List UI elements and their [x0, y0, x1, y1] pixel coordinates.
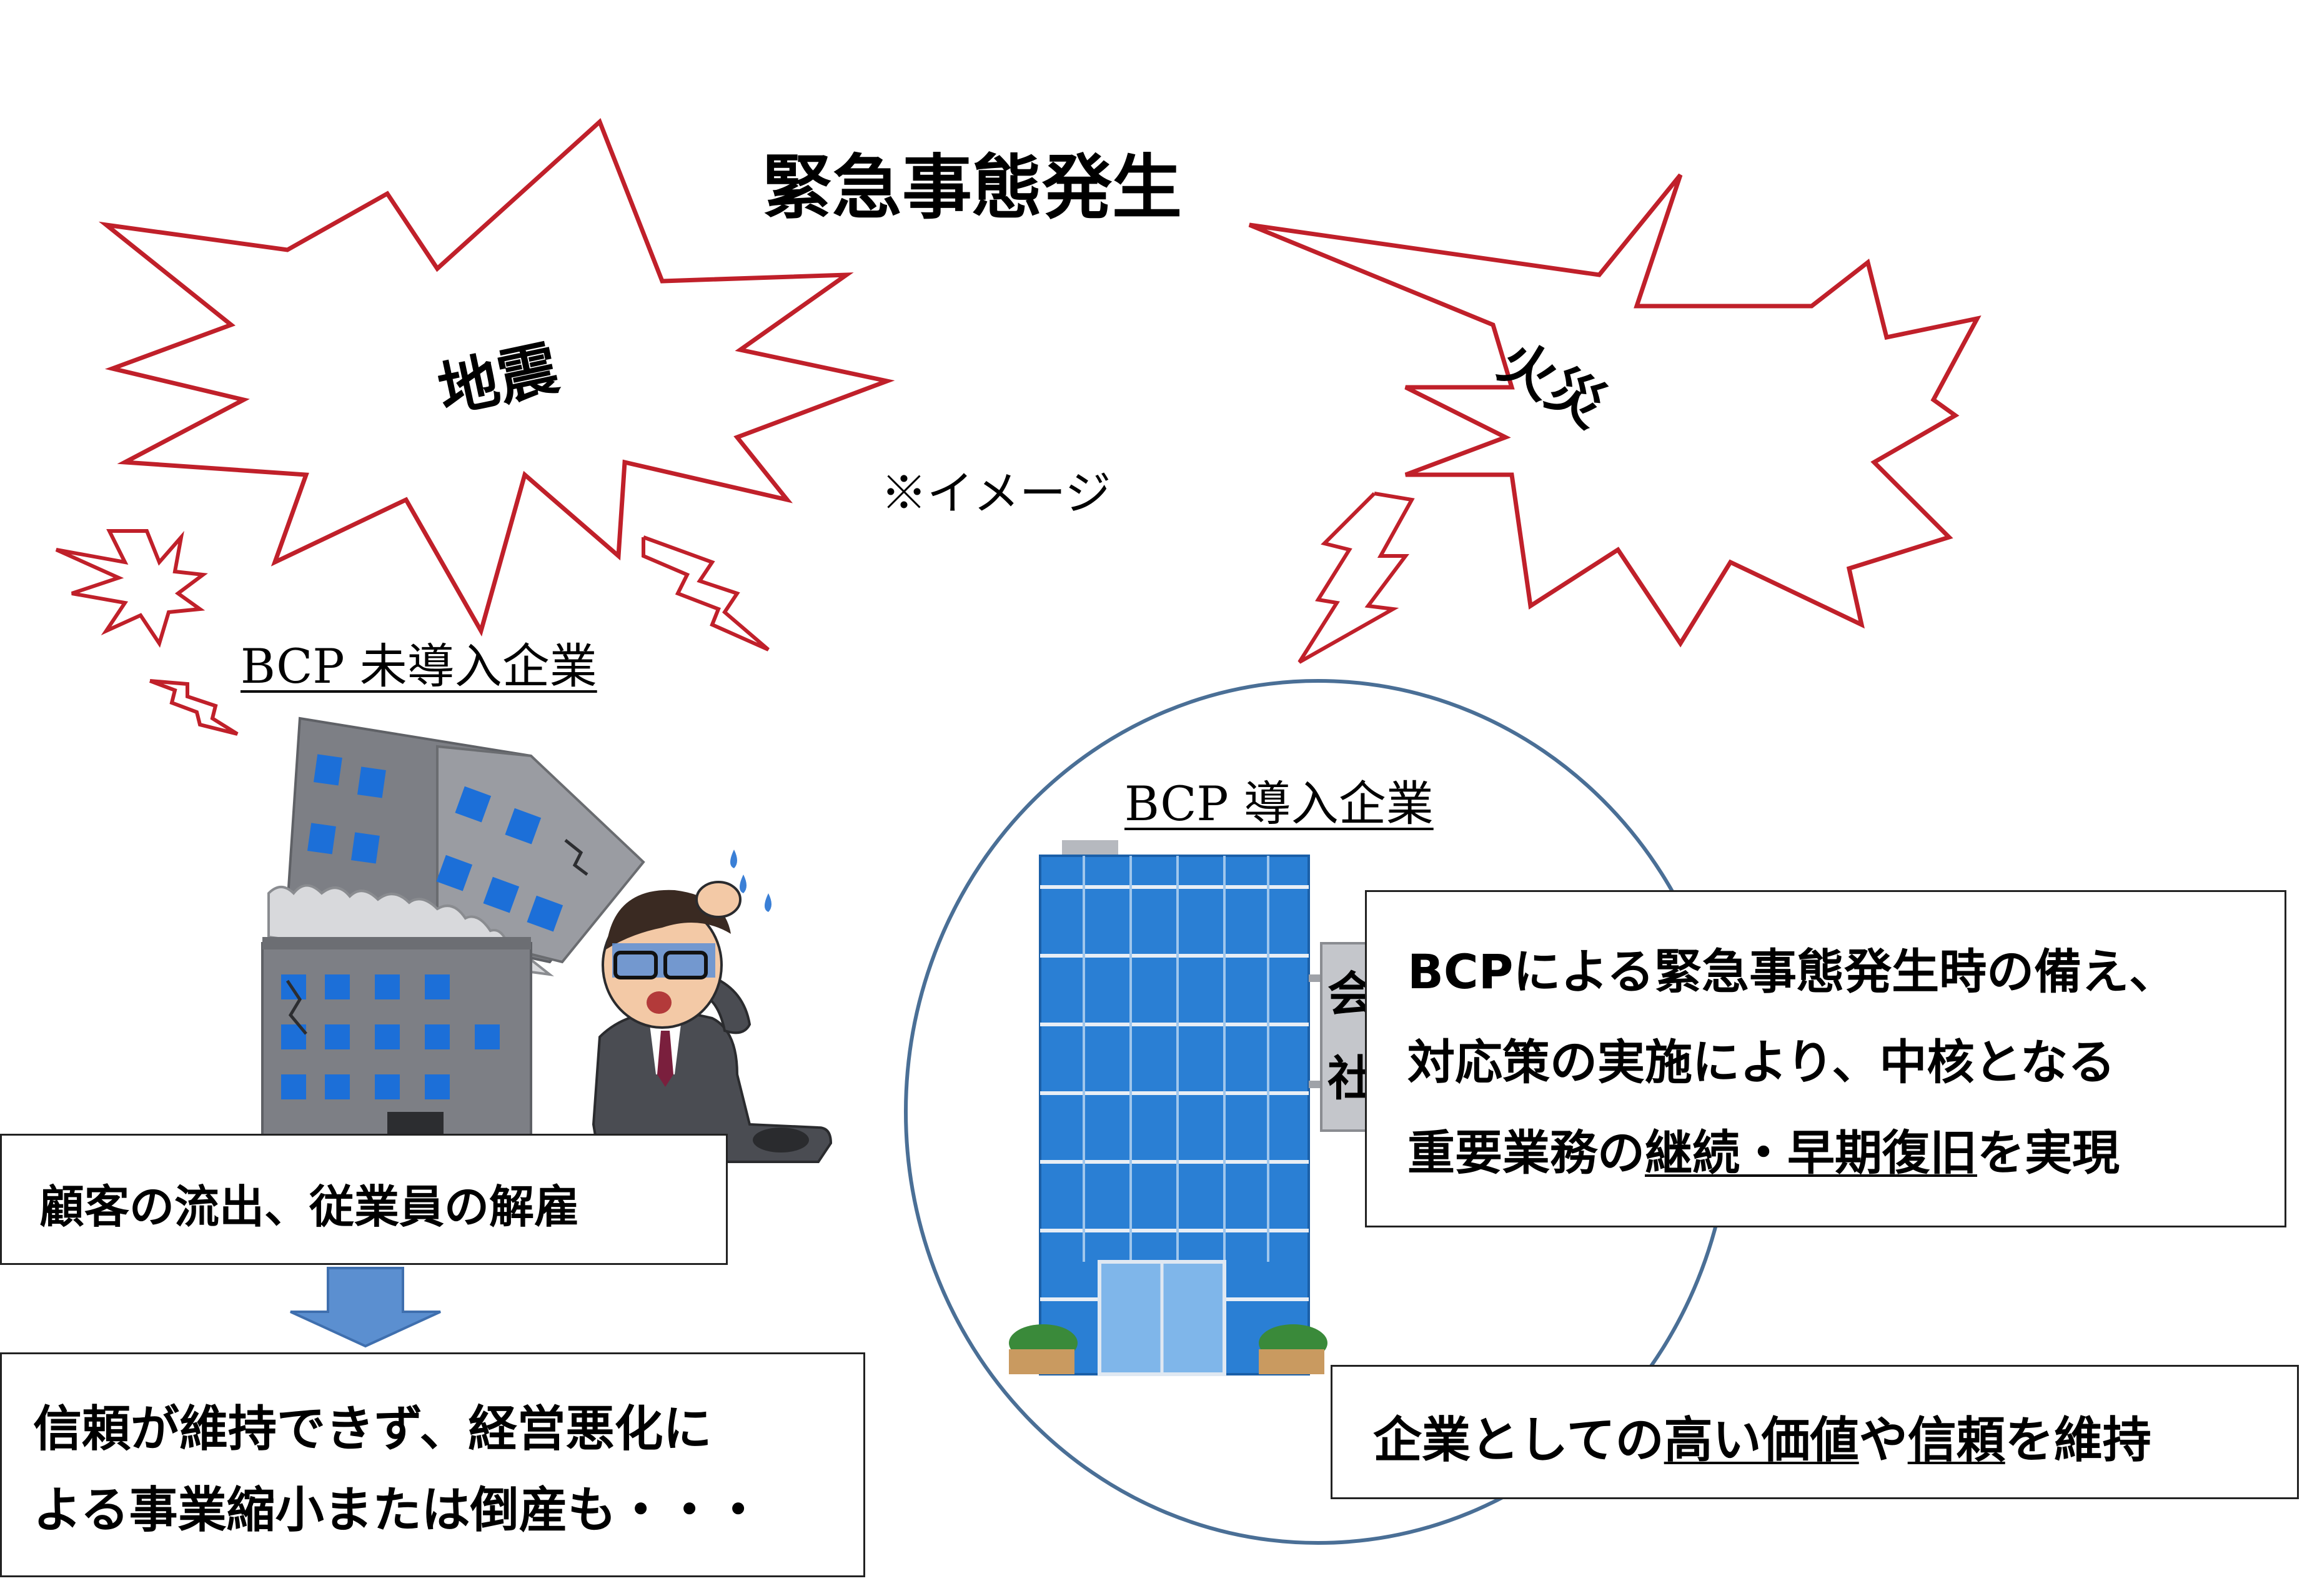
bcp-effect-line-3: 重要業務の継続・早期復旧を実現 [1407, 1108, 2285, 1198]
value-pre: 企業としての [1373, 1412, 1664, 1469]
bcp-effect-line-3-underlined: 継続・早期復旧 [1645, 1125, 1977, 1181]
company-building-illustration [1009, 840, 1385, 1376]
bcp-effect-line-3-post: を実現 [1977, 1125, 2120, 1181]
impact-starburst [55, 529, 208, 648]
value-underlined-2: 信頼 [1907, 1412, 2005, 1469]
bcp-effect-line-2: 対応策の実施により、中核となる [1407, 1034, 2116, 1090]
right-heading: BCP 導入企業 [1124, 776, 1434, 831]
lightning-right [1297, 492, 1415, 664]
lightning-left-top [642, 535, 770, 652]
bankruptcy-outcome-box: 信頼が維持できず、経営悪化に よる事業縮小または倒産も・・・ [0, 1352, 865, 1577]
bcp-effect-line-3-pre: 重要業務の [1407, 1125, 1645, 1181]
value-trust-box: 企業としての高い価値や信頼を維持 [1331, 1365, 2299, 1499]
value-post: を維持 [2005, 1412, 2151, 1469]
bcp-effect-line-1: BCPによる緊急事態発生時の備え、 [1407, 944, 2177, 999]
worried-businessman-illustration [592, 850, 833, 1163]
left-heading: BCP 未導入企業 [241, 638, 597, 694]
bcp-effect-box: BCPによる緊急事態発生時の備え、 対応策の実施により、中核となる 重要業務の継… [1365, 890, 2286, 1227]
image-note: ※イメージ [881, 467, 1111, 520]
bankruptcy-line-2: よる事業縮小または倒産も・・・ [33, 1482, 763, 1539]
fire-burst [1248, 173, 1982, 648]
page-title: 緊急事態発生 [762, 147, 1182, 229]
down-arrow [290, 1267, 441, 1348]
customer-loss-text: 顧客の流出、従業員の解雇 [39, 1181, 580, 1233]
value-underlined-1: 高い価値 [1664, 1412, 1859, 1469]
value-trust-text: 企業としての高い価値や信頼を維持 [1373, 1401, 2297, 1471]
collapsed-building-illustration [261, 716, 645, 1144]
lightning-left-bottom [149, 679, 239, 736]
earthquake-burst [98, 118, 895, 637]
bankruptcy-line-1: 信頼が維持できず、経営悪化に [33, 1401, 712, 1457]
value-mid: や [1858, 1412, 1908, 1469]
customer-loss-box: 顧客の流出、従業員の解雇 [0, 1134, 728, 1265]
